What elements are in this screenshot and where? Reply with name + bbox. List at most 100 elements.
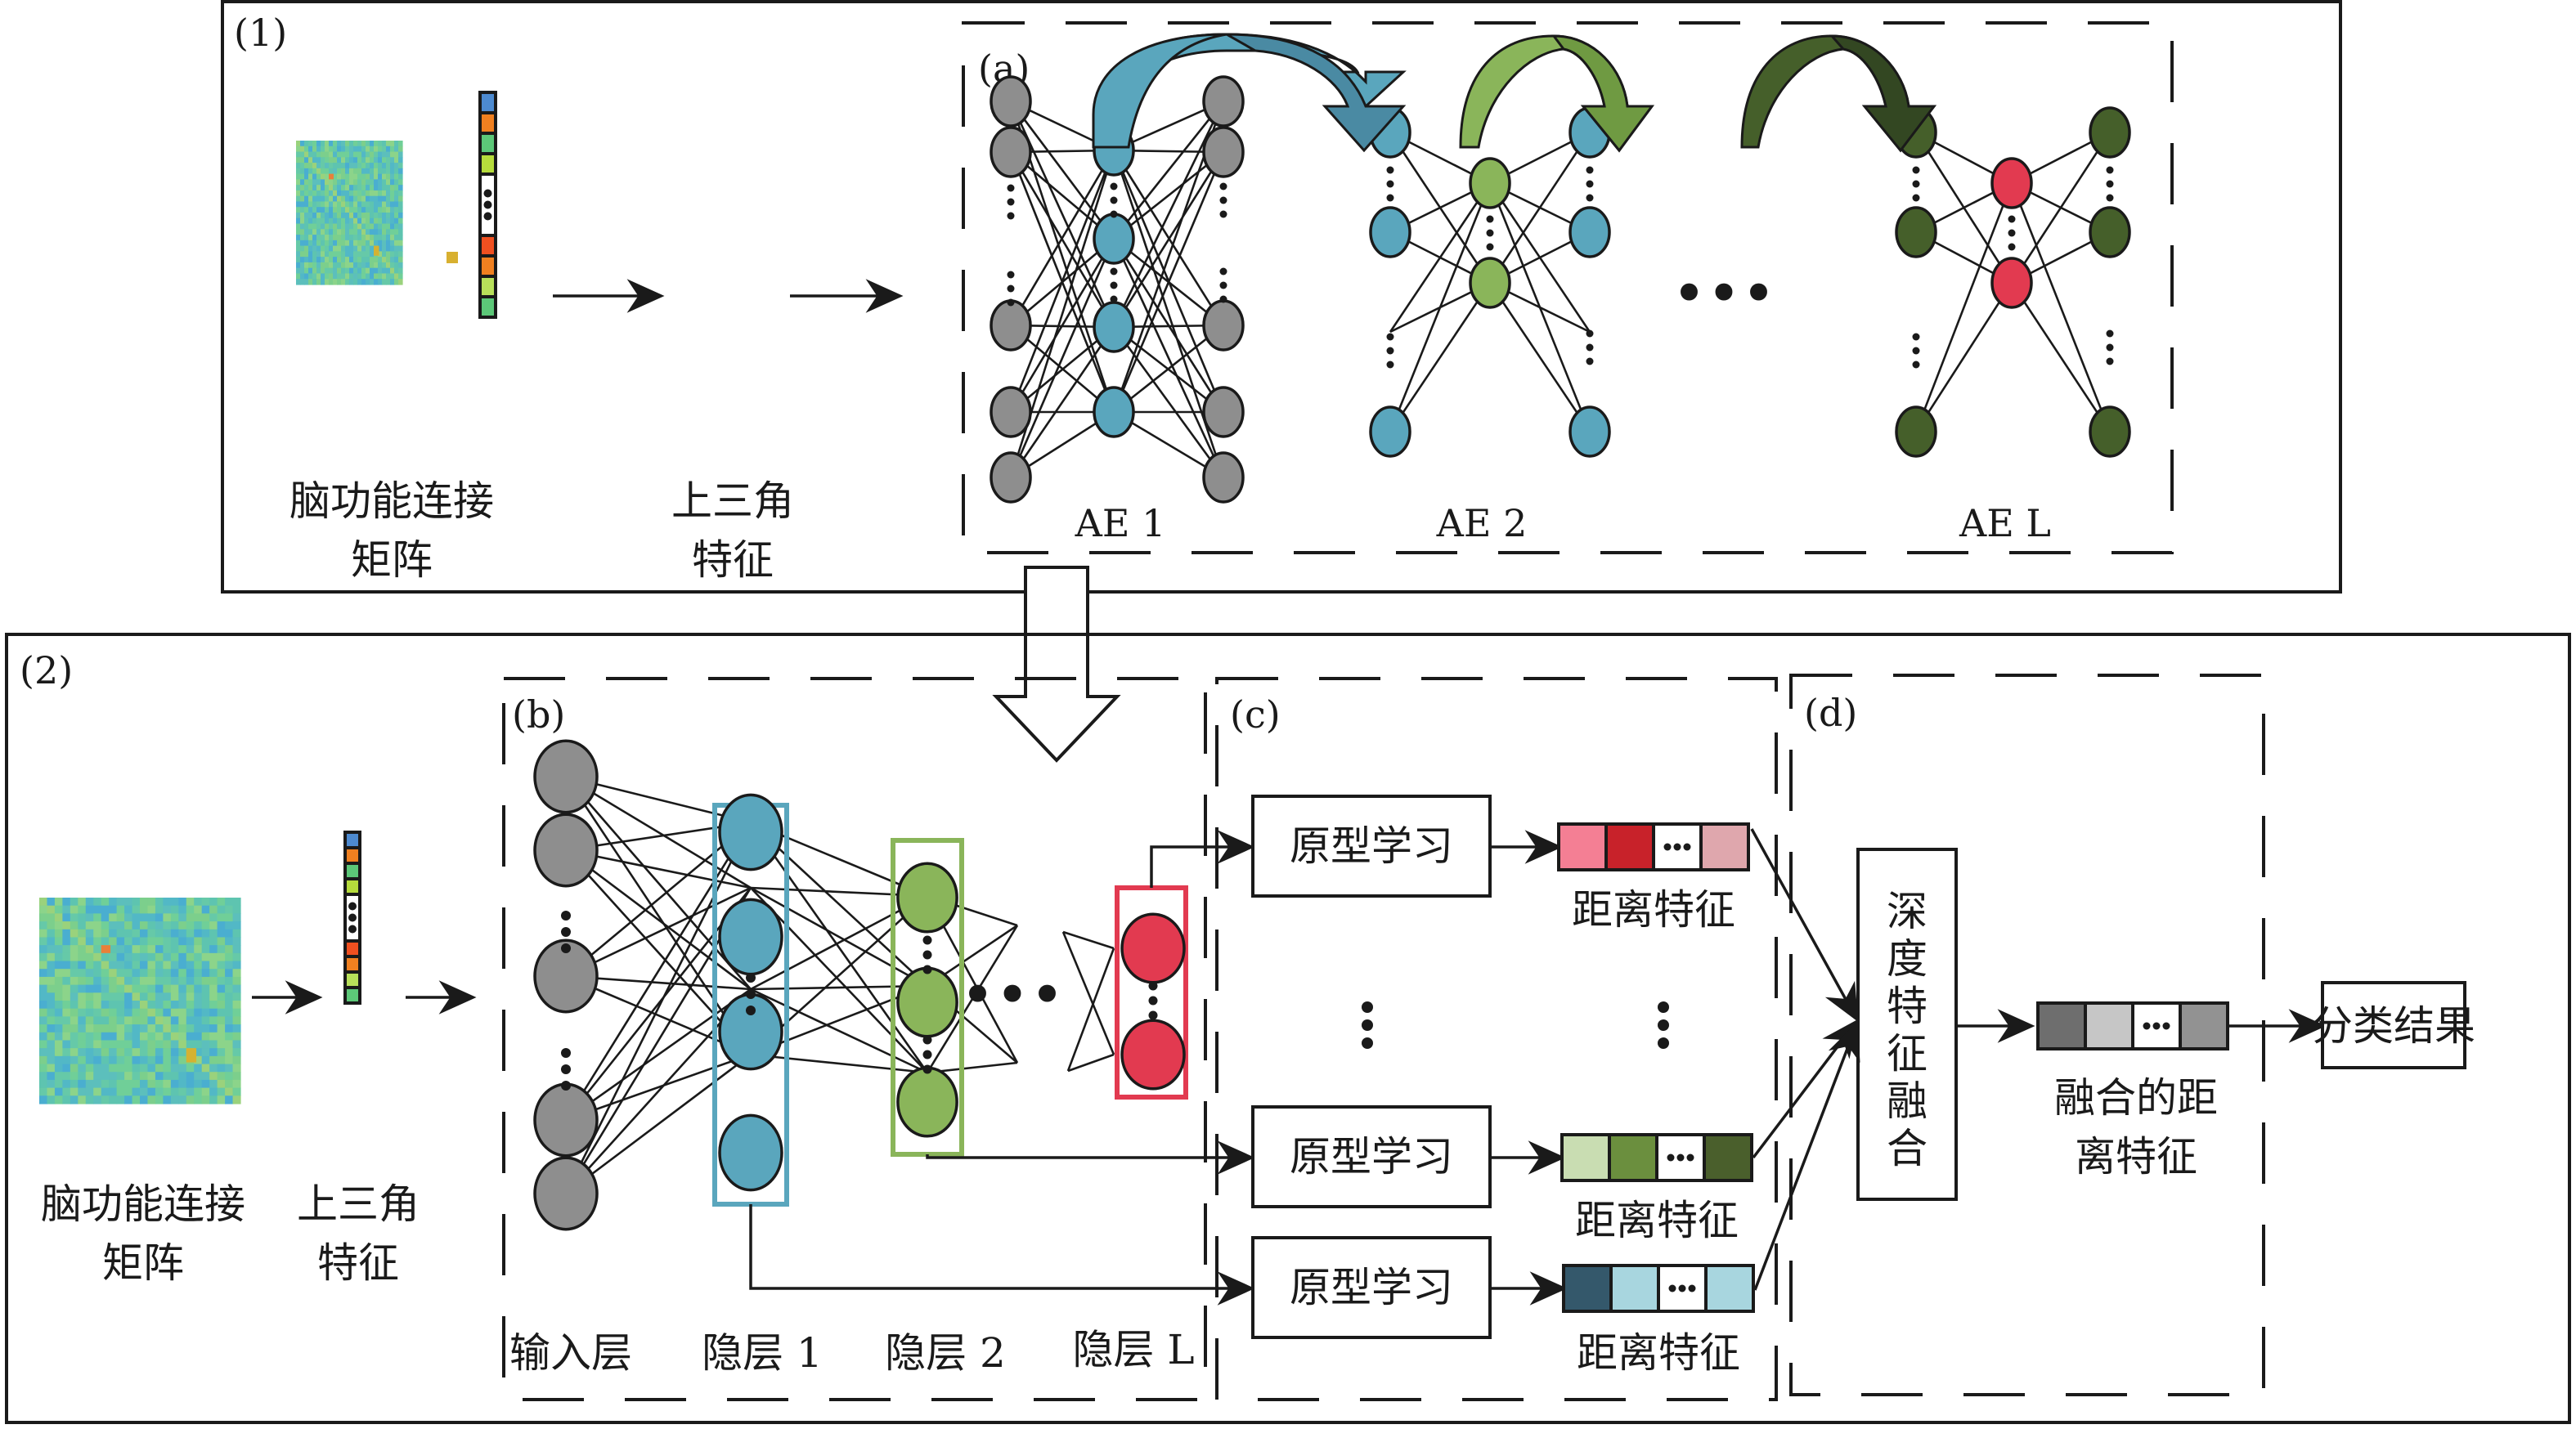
matrix-cell — [201, 984, 210, 993]
matrix-cell — [366, 190, 370, 197]
matrix-cell — [132, 984, 141, 993]
matrix-cell — [209, 1040, 218, 1049]
matrix-cell — [70, 952, 79, 962]
ae-2-input-node — [1369, 206, 1411, 258]
matrix-cell — [217, 913, 226, 922]
matrix-cell — [194, 992, 203, 1001]
vector-cell — [343, 846, 361, 865]
ae-1-edges — [1009, 100, 1225, 479]
matrix-cell — [349, 240, 354, 247]
matrix-cell — [341, 157, 346, 164]
matrix-cell — [132, 1072, 141, 1081]
matrix-cell — [101, 929, 110, 938]
matrix-cell — [312, 267, 317, 275]
matrix-cell — [78, 1095, 87, 1104]
matrix-cell — [337, 168, 342, 175]
matrix-cell — [349, 262, 354, 269]
edge — [1009, 150, 1115, 413]
matrix-cell — [300, 262, 305, 269]
upper-triangle-vector-1 — [478, 91, 497, 319]
matrix-cell — [296, 240, 301, 247]
vector-cell — [478, 275, 497, 298]
matrix-cell — [47, 905, 56, 914]
matrix-cell — [353, 179, 358, 186]
distance-ellipsis-cell — [1652, 822, 1703, 871]
matrix-cell — [209, 969, 218, 978]
matrix-cell — [300, 245, 305, 252]
ellipsis-dot — [1219, 210, 1227, 218]
matrix-cell — [62, 984, 71, 993]
ellipsis-dot — [1386, 194, 1394, 202]
input-layer-node — [533, 1156, 599, 1231]
matrix-cell — [386, 267, 391, 275]
matrix-cell — [312, 235, 317, 241]
matrix-cell — [390, 262, 395, 269]
matrix-cell — [378, 151, 383, 158]
matrix-cell — [366, 163, 370, 169]
ae-l-output-node — [2089, 405, 2131, 458]
matrix-cell — [217, 1072, 226, 1081]
matrix-cell — [296, 207, 301, 213]
matrix-cell — [386, 223, 391, 230]
vector-cell — [343, 986, 361, 1005]
matrix-cell — [116, 1055, 125, 1065]
matrix-cell — [70, 913, 79, 922]
matrix-cell — [217, 1040, 226, 1049]
matrix-cell — [386, 207, 391, 213]
matrix-cell — [361, 213, 366, 219]
matrix-cell — [308, 257, 313, 263]
matrix-cell — [357, 273, 362, 280]
ellipsis-dot — [1386, 333, 1394, 341]
matrix-cell — [300, 229, 305, 235]
matrix-cell — [217, 1048, 226, 1057]
matrix-cell — [312, 207, 317, 213]
matrix-cell — [178, 1008, 187, 1017]
matrix-cell — [361, 257, 366, 263]
matrix-cell — [398, 213, 403, 219]
matrix-cell — [316, 217, 321, 225]
matrix-cell — [116, 1024, 125, 1033]
matrix-cell — [325, 146, 330, 153]
matrix-cell — [308, 157, 313, 164]
matrix-cell — [93, 1032, 102, 1042]
matrix-cell — [78, 1032, 87, 1042]
matrix-cell — [378, 240, 383, 247]
matrix-cell — [398, 245, 403, 252]
matrix-cell — [93, 1016, 102, 1025]
matrix-cell — [349, 213, 354, 219]
edge — [750, 988, 928, 1074]
matrix-cell — [312, 195, 317, 203]
section-c-label: (c) — [1230, 692, 1281, 737]
vector-ellipsis-dot — [348, 925, 357, 934]
matrix-cell — [386, 173, 391, 180]
ae-l-hidden-node — [1990, 257, 2033, 309]
matrix-cell — [394, 273, 399, 280]
matrix-cell — [147, 937, 156, 946]
matrix-cell — [225, 1001, 234, 1010]
matrix-cell — [349, 185, 354, 191]
prototype-learning-box — [1251, 1236, 1492, 1339]
matrix-cell — [163, 969, 172, 978]
matrix-cell — [209, 1024, 218, 1033]
matrix-cell — [116, 1072, 125, 1081]
matrix-cell — [370, 207, 375, 213]
fused-feature-cell — [2084, 1001, 2134, 1050]
matrix-cell — [329, 185, 334, 191]
matrix-cell — [39, 1087, 48, 1096]
matrix-cell — [186, 1064, 195, 1073]
matrix-cell — [209, 1016, 218, 1025]
matrix-cell — [225, 921, 234, 930]
matrix-cell — [353, 157, 358, 164]
edge — [1914, 282, 2013, 432]
matrix-cell — [390, 173, 395, 180]
matrix-cell — [308, 179, 313, 186]
matrix-cell — [312, 190, 317, 197]
matrix-cell — [366, 267, 370, 275]
matrix-cell — [357, 217, 362, 225]
matrix-cell — [109, 913, 118, 922]
matrix-cell — [353, 217, 358, 225]
matrix-cell — [147, 1008, 156, 1017]
section-a-frame — [962, 21, 2174, 554]
matrix-cell — [341, 235, 346, 241]
matrix-cell — [333, 185, 338, 191]
